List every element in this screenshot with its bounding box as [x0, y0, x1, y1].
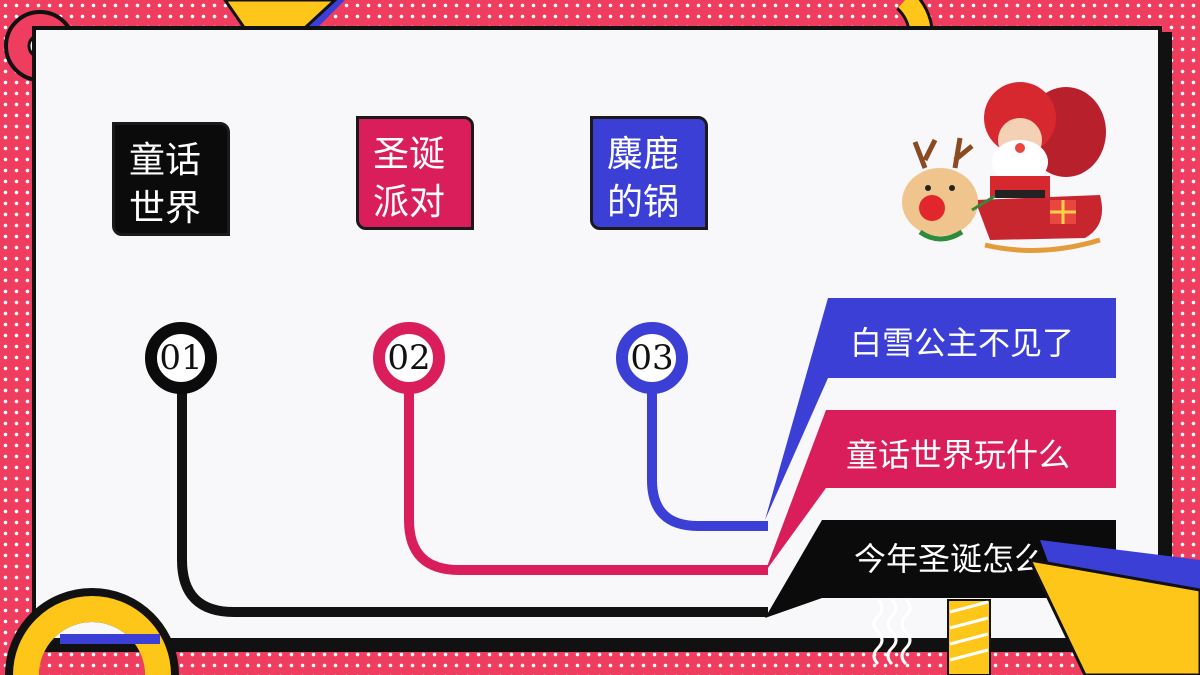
banner-fairy-world-play[interactable]: 童话世界玩什么 [846, 418, 1070, 488]
tile-fairy-world[interactable]: 童话世界 [112, 122, 230, 236]
tile-reindeer-blame[interactable]: 麋鹿的锅 [590, 116, 708, 230]
step-number: 03 [630, 338, 674, 378]
step-number: 01 [159, 338, 203, 378]
tile-label: 圣诞派对 [373, 134, 446, 223]
tile-label: 麋鹿的锅 [607, 134, 680, 223]
banner-snow-white[interactable]: 白雪公主不见了 [850, 306, 1074, 376]
banner-shape-3 [765, 520, 1116, 618]
step-number: 02 [387, 338, 431, 378]
connector-01 [177, 390, 768, 617]
santa-sleigh-illustration [902, 82, 1106, 253]
wavy-lines-decor [872, 598, 912, 666]
banner-text: 白雪公主不见了 [850, 324, 1075, 362]
banner-shape-2 [765, 410, 1116, 572]
banner-shape-1 [765, 298, 1116, 520]
connector-03 [647, 390, 768, 531]
tile-label: 童话世界 [129, 140, 202, 229]
tile-christmas-party[interactable]: 圣诞派对 [356, 116, 474, 230]
banner-text: 童话世界玩什么 [846, 436, 1071, 474]
connector-02 [404, 390, 768, 575]
